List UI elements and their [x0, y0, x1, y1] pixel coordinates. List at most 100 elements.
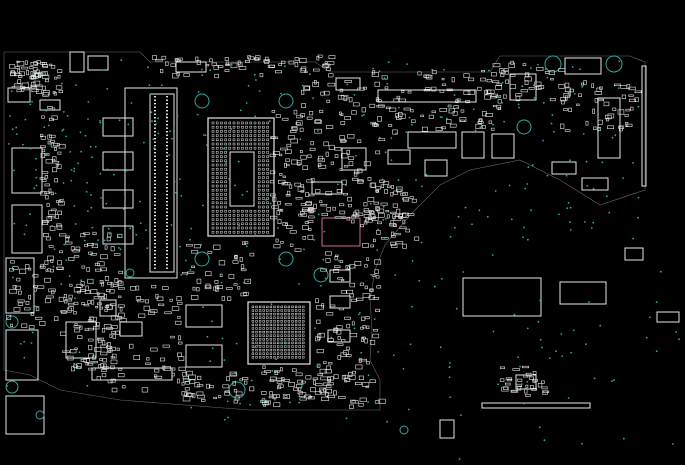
bga-ball — [253, 130, 257, 133]
bga-ball — [241, 218, 244, 221]
bga-ball — [266, 338, 269, 341]
slot-pin — [166, 99, 168, 101]
smd-part — [87, 363, 94, 366]
smd-part — [275, 238, 279, 243]
smd-part — [68, 257, 75, 261]
smd-part — [327, 377, 332, 382]
smd-part — [477, 86, 482, 91]
via — [460, 414, 462, 416]
smd-part — [35, 306, 40, 312]
smd-part — [41, 171, 49, 174]
via — [148, 84, 151, 87]
smd-part — [484, 94, 491, 100]
via — [228, 178, 231, 180]
smd-part — [295, 372, 303, 377]
smd-part — [325, 251, 332, 256]
bga-ball — [255, 330, 258, 334]
smd-part — [372, 297, 380, 300]
via — [371, 125, 374, 127]
smd-part — [346, 346, 350, 351]
smd-part — [599, 86, 603, 90]
smd-part — [118, 270, 123, 274]
slot-pin — [166, 173, 168, 175]
smd-part — [269, 64, 275, 68]
via — [320, 284, 322, 287]
bga-ball — [249, 138, 253, 142]
smd-part — [68, 306, 74, 311]
smd-part — [171, 372, 175, 377]
smd-part — [410, 109, 414, 113]
smd-part — [544, 71, 550, 74]
bga-ball — [224, 121, 227, 125]
smd-part — [478, 118, 482, 124]
smd-part — [348, 404, 354, 409]
bga-ball — [291, 334, 294, 337]
via — [227, 416, 230, 419]
via — [346, 83, 349, 86]
bga-ball — [249, 222, 253, 226]
bga-ball — [262, 193, 265, 196]
via — [567, 202, 570, 204]
smd-part — [520, 89, 528, 93]
via — [363, 114, 365, 116]
bga-ball — [280, 356, 283, 359]
bga-ball — [236, 125, 240, 129]
bga-ball — [266, 188, 269, 192]
smd-part — [621, 94, 626, 100]
bga-ball — [302, 312, 305, 316]
smd-part — [145, 299, 149, 304]
bga-ball — [287, 312, 291, 316]
via — [247, 84, 250, 87]
smd-part — [328, 73, 334, 78]
via — [464, 206, 467, 209]
bga-ball — [280, 352, 283, 355]
smd-part — [170, 63, 176, 67]
smd-part — [336, 189, 342, 193]
smd-part — [48, 188, 52, 194]
via — [322, 258, 325, 261]
via — [304, 202, 307, 205]
smd-part — [431, 86, 437, 92]
bga-ball — [266, 316, 269, 319]
via — [570, 351, 572, 354]
via — [91, 156, 93, 159]
smd-part — [503, 94, 507, 99]
smd-part — [339, 88, 344, 93]
smd-part — [205, 271, 212, 277]
smd-part — [91, 299, 95, 305]
smd-part — [73, 325, 82, 328]
smd-part — [111, 387, 118, 393]
smd-part — [65, 237, 70, 242]
via — [93, 361, 96, 364]
smd-part — [96, 376, 101, 381]
via — [353, 266, 356, 269]
bga-ball — [232, 226, 236, 230]
smd-part — [13, 307, 21, 312]
via — [517, 103, 520, 106]
bga-ball — [302, 330, 305, 334]
bga-ball — [253, 209, 257, 213]
slot-pin — [166, 197, 168, 199]
smd-part — [347, 156, 355, 160]
smd-part — [364, 316, 370, 320]
slot-pin — [154, 124, 156, 126]
smd-part — [107, 232, 112, 238]
smd-part — [88, 367, 96, 371]
smd-part — [225, 63, 230, 66]
slot-pin — [154, 264, 156, 266]
smd-part — [46, 295, 54, 299]
bga-ball — [269, 345, 273, 348]
smd-part — [272, 151, 280, 156]
bga-ball — [211, 176, 215, 179]
via — [530, 67, 532, 69]
bga-ball — [262, 125, 265, 129]
bga-ball — [298, 334, 301, 337]
bga-ball — [262, 323, 265, 327]
smd-part — [18, 75, 23, 78]
bga-ball — [298, 348, 301, 352]
bga-ball — [257, 125, 261, 129]
smd-part — [100, 363, 104, 368]
via — [457, 215, 460, 218]
smd-part — [393, 98, 400, 103]
